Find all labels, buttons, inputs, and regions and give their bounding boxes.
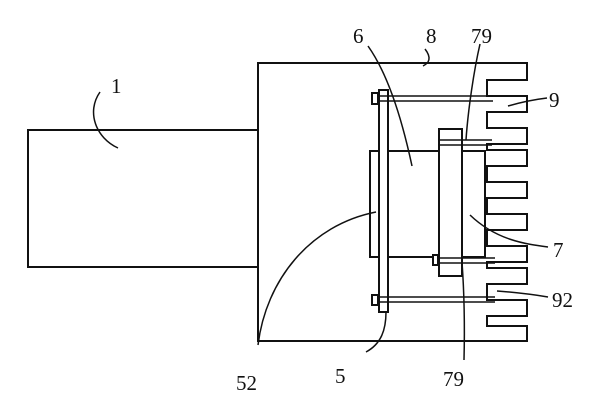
screw-top-short — [438, 139, 492, 146]
label-7: 7 — [553, 238, 564, 262]
leader-9 — [507, 97, 548, 107]
screw-bottom-short — [432, 254, 495, 266]
leader-7 — [469, 214, 549, 248]
leader-79-bottom — [461, 261, 466, 361]
plate-5 — [378, 89, 389, 313]
plate-7 — [438, 128, 463, 277]
label-5: 5 — [335, 364, 346, 388]
component-1-block — [27, 129, 259, 268]
label-8: 8 — [426, 24, 437, 48]
leader-6 — [367, 45, 413, 167]
leader-1 — [92, 91, 119, 149]
leader-92 — [496, 290, 549, 298]
label-79-bottom: 79 — [443, 367, 464, 391]
label-79-top: 79 — [471, 24, 492, 48]
component-6-block — [369, 150, 486, 258]
screw-bottom-long — [371, 294, 495, 306]
screw-top-long — [371, 92, 493, 105]
label-9: 9 — [549, 88, 560, 112]
leader-52 — [257, 211, 377, 346]
label-92: 92 — [552, 288, 573, 312]
leader-5 — [365, 311, 387, 353]
label-6: 6 — [353, 24, 364, 48]
leader-8 — [422, 48, 430, 67]
leader-79-top — [465, 43, 481, 141]
label-1: 1 — [111, 74, 122, 98]
label-52: 52 — [236, 371, 257, 395]
housing-8 — [257, 62, 528, 342]
